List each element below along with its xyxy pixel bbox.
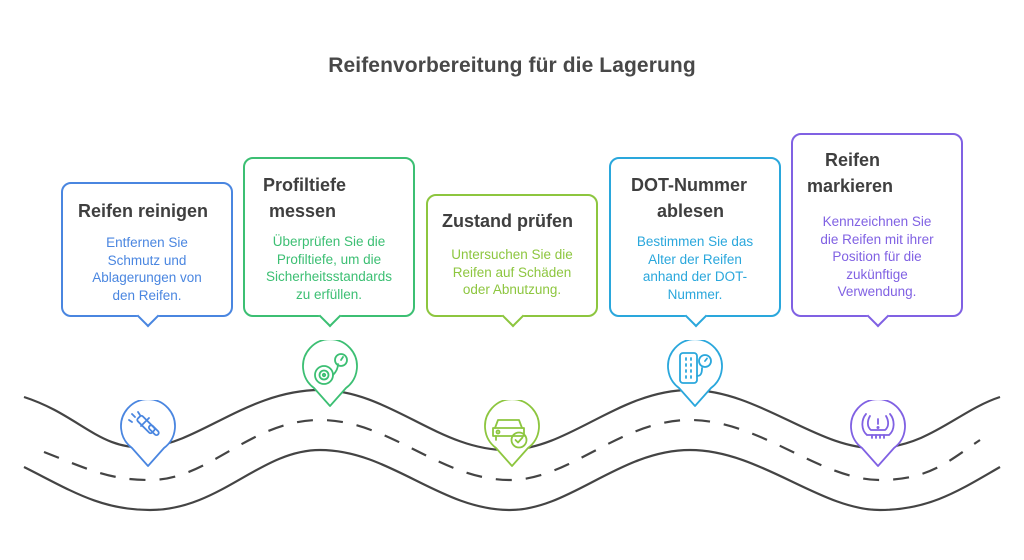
tpms-warning-icon	[861, 413, 895, 439]
step-description: Überprüfen Sie die Profiltiefe, um die S…	[265, 234, 393, 302]
step-heading: Profiltiefe messen	[263, 175, 347, 221]
squeegee-icon	[128, 411, 160, 436]
step-card-reifen-markieren: Reifen markieren Kennzeichnen Sie die Re…	[791, 133, 963, 328]
map-pin-profiltiefe-messen	[302, 340, 358, 407]
step-description: Untersuchen Sie die Reifen auf Schäden o…	[451, 247, 573, 297]
step-heading: Reifen reinigen	[78, 201, 209, 221]
step-heading: Reifen markieren	[807, 150, 894, 196]
map-pin-reifen-markieren	[850, 400, 906, 467]
step-heading: Zustand prüfen	[442, 211, 573, 231]
diagram-title: Reifenvorbereitung für die Lagerung	[328, 54, 696, 77]
step-description: Entfernen Sie Schmutz und Ablagerungen v…	[92, 235, 202, 303]
step-description: Bestimmen Sie das Alter der Reifen anhan…	[636, 234, 754, 302]
map-pin-zustand-pruefen	[484, 400, 540, 467]
step-heading: DOT-Nummer ablesen	[631, 175, 748, 221]
car-check-icon	[492, 419, 528, 449]
tire-pressure-gauge-icon	[679, 352, 712, 384]
road-center-dashes	[43, 418, 981, 482]
tread-gauge-icon	[314, 353, 348, 385]
map-pin-reifen-reinigen	[120, 400, 176, 467]
step-card-dot-nummer-ablesen: DOT-Nummer ablesen Bestimmen Sie das Alt…	[609, 157, 781, 328]
step-card-zustand-pruefen: Zustand prüfen Untersuchen Sie die Reife…	[426, 194, 598, 328]
step-card-profiltiefe-messen: Profiltiefe messen Überprüfen Sie die Pr…	[243, 157, 415, 328]
road-lower-edge	[23, 448, 1001, 512]
map-pin-dot-nummer-ablesen	[667, 340, 723, 407]
step-description: Kennzeichnen Sie die Reifen mit ihrer Po…	[820, 214, 934, 299]
step-card-reifen-reinigen: Reifen reinigen Entfernen Sie Schmutz un…	[61, 182, 233, 328]
